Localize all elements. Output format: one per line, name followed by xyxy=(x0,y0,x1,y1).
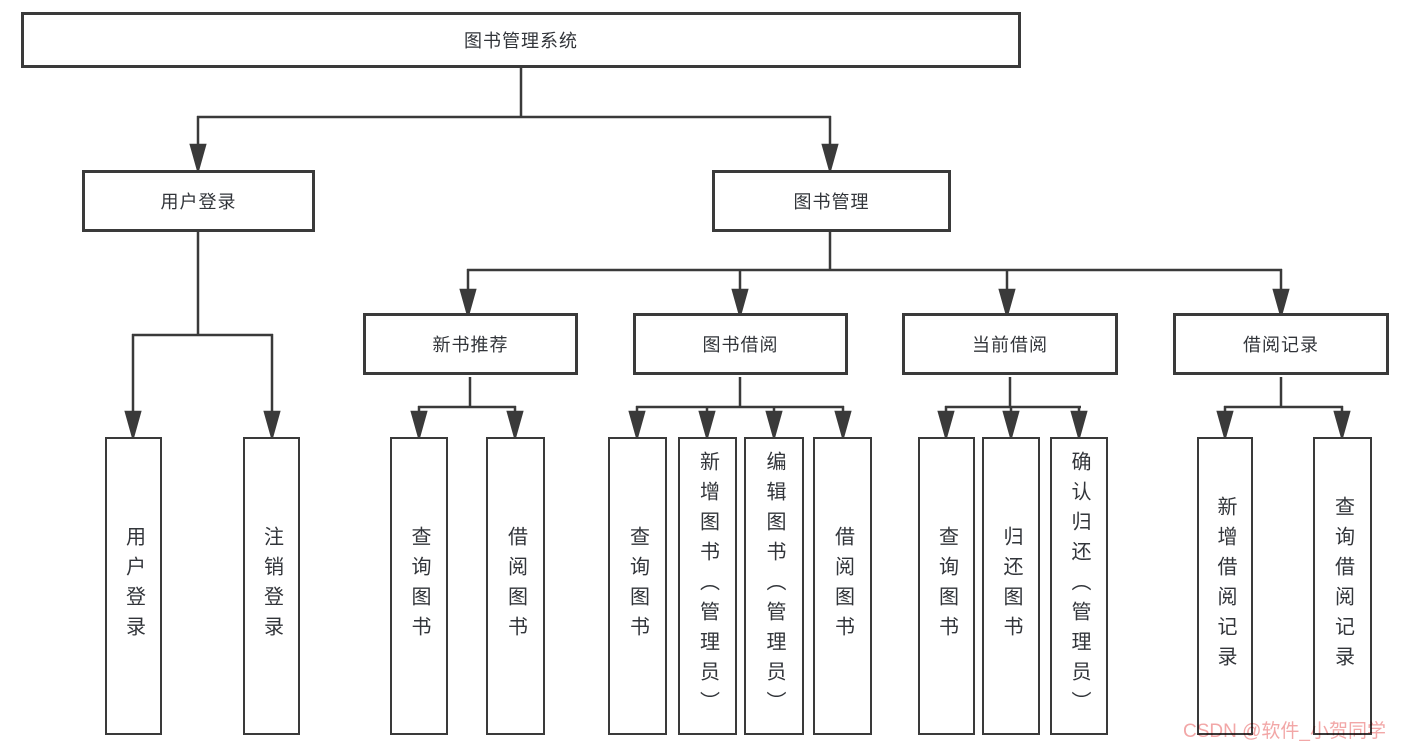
leaf-query-borrow-record: 查询借阅记录 xyxy=(1313,437,1372,735)
leaf-return-book: 归还图书 xyxy=(982,437,1040,735)
leaf-confirm-return-admin: 确认归还（管理员） xyxy=(1050,437,1108,735)
node-borrow-record: 借阅记录 xyxy=(1173,313,1389,375)
leaf-query-book-2: 查询图书 xyxy=(608,437,667,735)
node-user-login: 用户登录 xyxy=(82,170,315,232)
node-book-borrow: 图书借阅 xyxy=(633,313,848,375)
watermark: CSDN @软件_小贺同学 xyxy=(1183,721,1386,742)
leaf-query-book-3: 查询图书 xyxy=(918,437,975,735)
leaf-user-login: 用户登录 xyxy=(105,437,162,735)
node-book-management: 图书管理 xyxy=(712,170,951,232)
leaf-borrow-book-1: 借阅图书 xyxy=(486,437,545,735)
leaf-borrow-book-2: 借阅图书 xyxy=(813,437,872,735)
leaf-logout: 注销登录 xyxy=(243,437,300,735)
leaf-add-book-admin: 新增图书（管理员） xyxy=(678,437,737,735)
leaf-query-book-1: 查询图书 xyxy=(390,437,448,735)
node-current-borrow: 当前借阅 xyxy=(902,313,1118,375)
node-library-system-root: 图书管理系统 xyxy=(21,12,1021,68)
leaf-add-borrow-record: 新增借阅记录 xyxy=(1197,437,1253,735)
node-new-book-recommend: 新书推荐 xyxy=(363,313,578,375)
leaf-edit-book-admin: 编辑图书（管理员） xyxy=(744,437,804,735)
